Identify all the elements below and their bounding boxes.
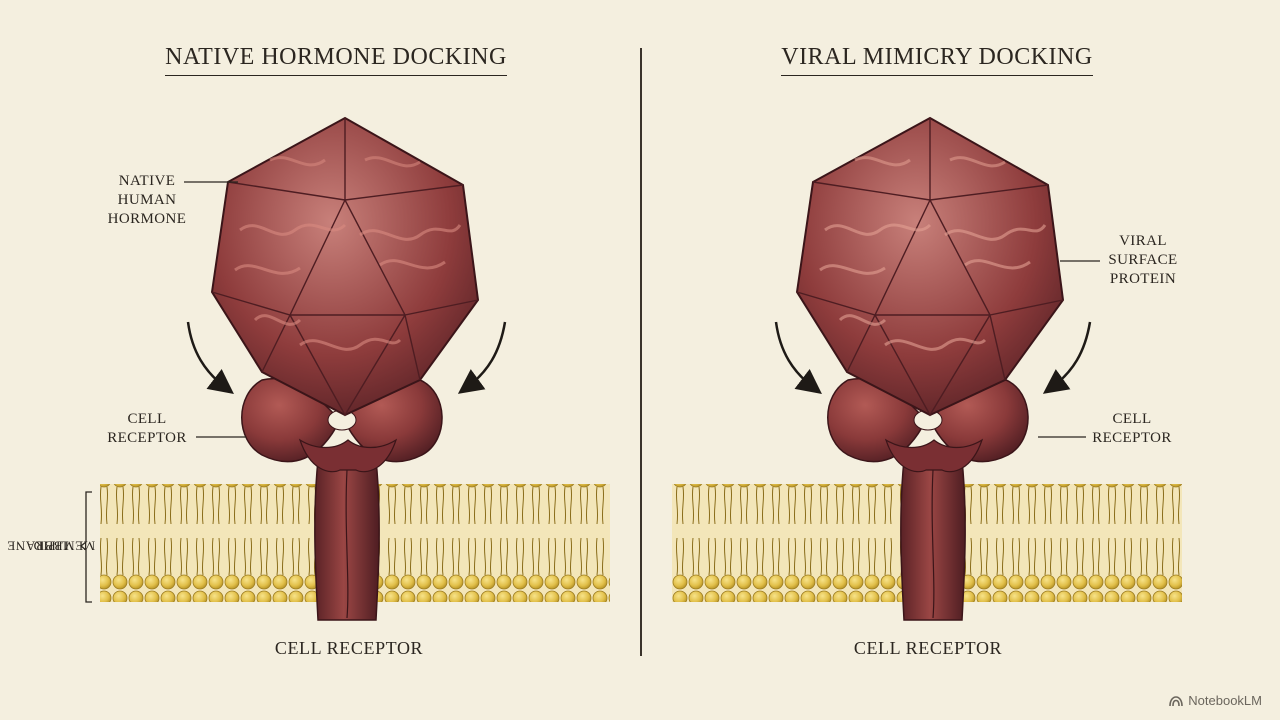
hormone-label-line-3: HORMONE [107,211,187,227]
hormone-label-line-2: HUMAN [117,192,177,208]
right-receptor-label-line-2: RECEPTOR [1092,430,1172,446]
viral-label-line-3: PROTEIN [1109,271,1177,287]
left-panel-title: NATIVE HORMONE DOCKING [150,44,522,78]
left-arrow-left [186,321,234,395]
right-panel-title: VIRAL MIMICRY DOCKING [766,44,1108,78]
right-viral-icosahedron [795,116,1065,417]
right-arrow-right [1042,321,1092,394]
notebooklm-logo-icon [1169,695,1184,706]
right-title-text: VIRAL MIMICRY DOCKING [781,44,1093,76]
left-receptor-label-line-1: CELL [127,411,167,427]
left-receptor-label-line-2: RECEPTOR [107,430,187,446]
membrane-label-line-2: MEMBBRANE [6,538,96,554]
viral-label-line-1: VIRAL [1119,233,1167,249]
hormone-label-line-1: NATIVE [118,173,176,189]
notebooklm-watermark: NotebookLM [1168,693,1262,708]
viral-label-line-2: SURFACE [1108,252,1178,268]
left-bottom-label: CELL RECEPTOR [274,638,424,658]
left-receptor-label: CELL RECEPTOR [98,410,196,448]
watermark-text: NotebookLM [1188,693,1262,708]
left-hormone-icosahedron [210,116,480,417]
right-bottom-label: CELL RECEPTOR [853,638,1003,658]
right-cell-receptor [827,377,1029,621]
left-title-text: NATIVE HORMONE DOCKING [165,44,507,76]
panel-divider [640,48,642,656]
viral-protein-label: VIRAL SURFACE PROTEIN [1096,232,1190,289]
right-arrow-left [774,321,822,395]
right-receptor-label: CELL RECEPTOR [1084,410,1180,448]
left-arrow-right [457,321,507,394]
hormone-label: NATIVE HUMAN HORMONE [104,172,190,229]
right-receptor-label-line-1: CELL [1112,411,1152,427]
membrane-bracket [79,491,92,603]
